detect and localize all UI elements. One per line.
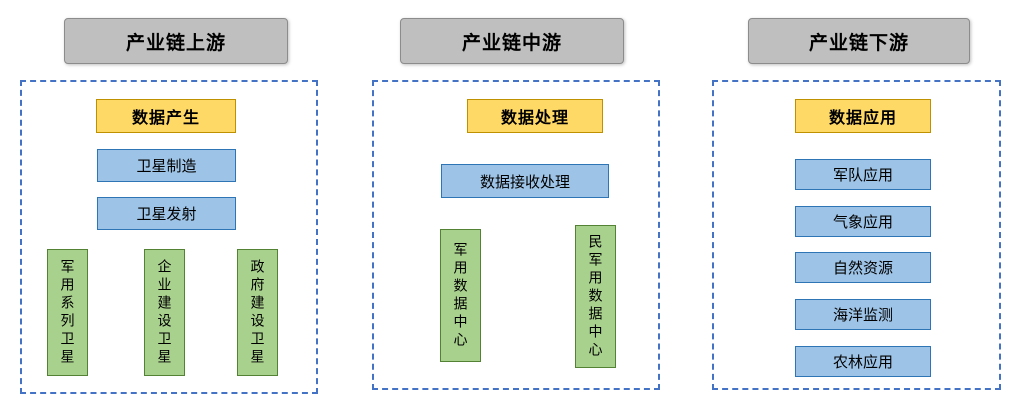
box-data-application: 数据应用 bbox=[795, 99, 931, 133]
box-satellite-launch: 卫星发射 bbox=[97, 197, 236, 230]
box-civil-military-data-center: 民军用数据中心 bbox=[575, 225, 616, 368]
box-military-data-center: 军用数据中心 bbox=[440, 229, 481, 362]
box-agriculture-forestry-application: 农林应用 bbox=[795, 346, 931, 377]
box-data-processing: 数据处理 bbox=[467, 99, 603, 133]
box-data-receiving-processing: 数据接收处理 bbox=[441, 164, 609, 198]
box-military-application: 军队应用 bbox=[795, 159, 931, 190]
header-upstream: 产业链上游 bbox=[64, 18, 288, 64]
header-downstream: 产业链下游 bbox=[748, 18, 970, 64]
box-enterprise-built-satellites: 企业建设卫星 bbox=[144, 249, 185, 376]
box-military-series-satellites: 军用系列卫星 bbox=[47, 249, 88, 376]
header-midstream: 产业链中游 bbox=[400, 18, 624, 64]
box-satellite-manufacturing: 卫星制造 bbox=[97, 149, 236, 182]
box-government-built-satellites: 政府建设卫星 bbox=[237, 249, 278, 376]
box-natural-resources: 自然资源 bbox=[795, 252, 931, 283]
box-data-generation: 数据产生 bbox=[96, 99, 236, 133]
box-ocean-monitoring: 海洋监测 bbox=[795, 299, 931, 330]
box-meteorology-application: 气象应用 bbox=[795, 206, 931, 237]
